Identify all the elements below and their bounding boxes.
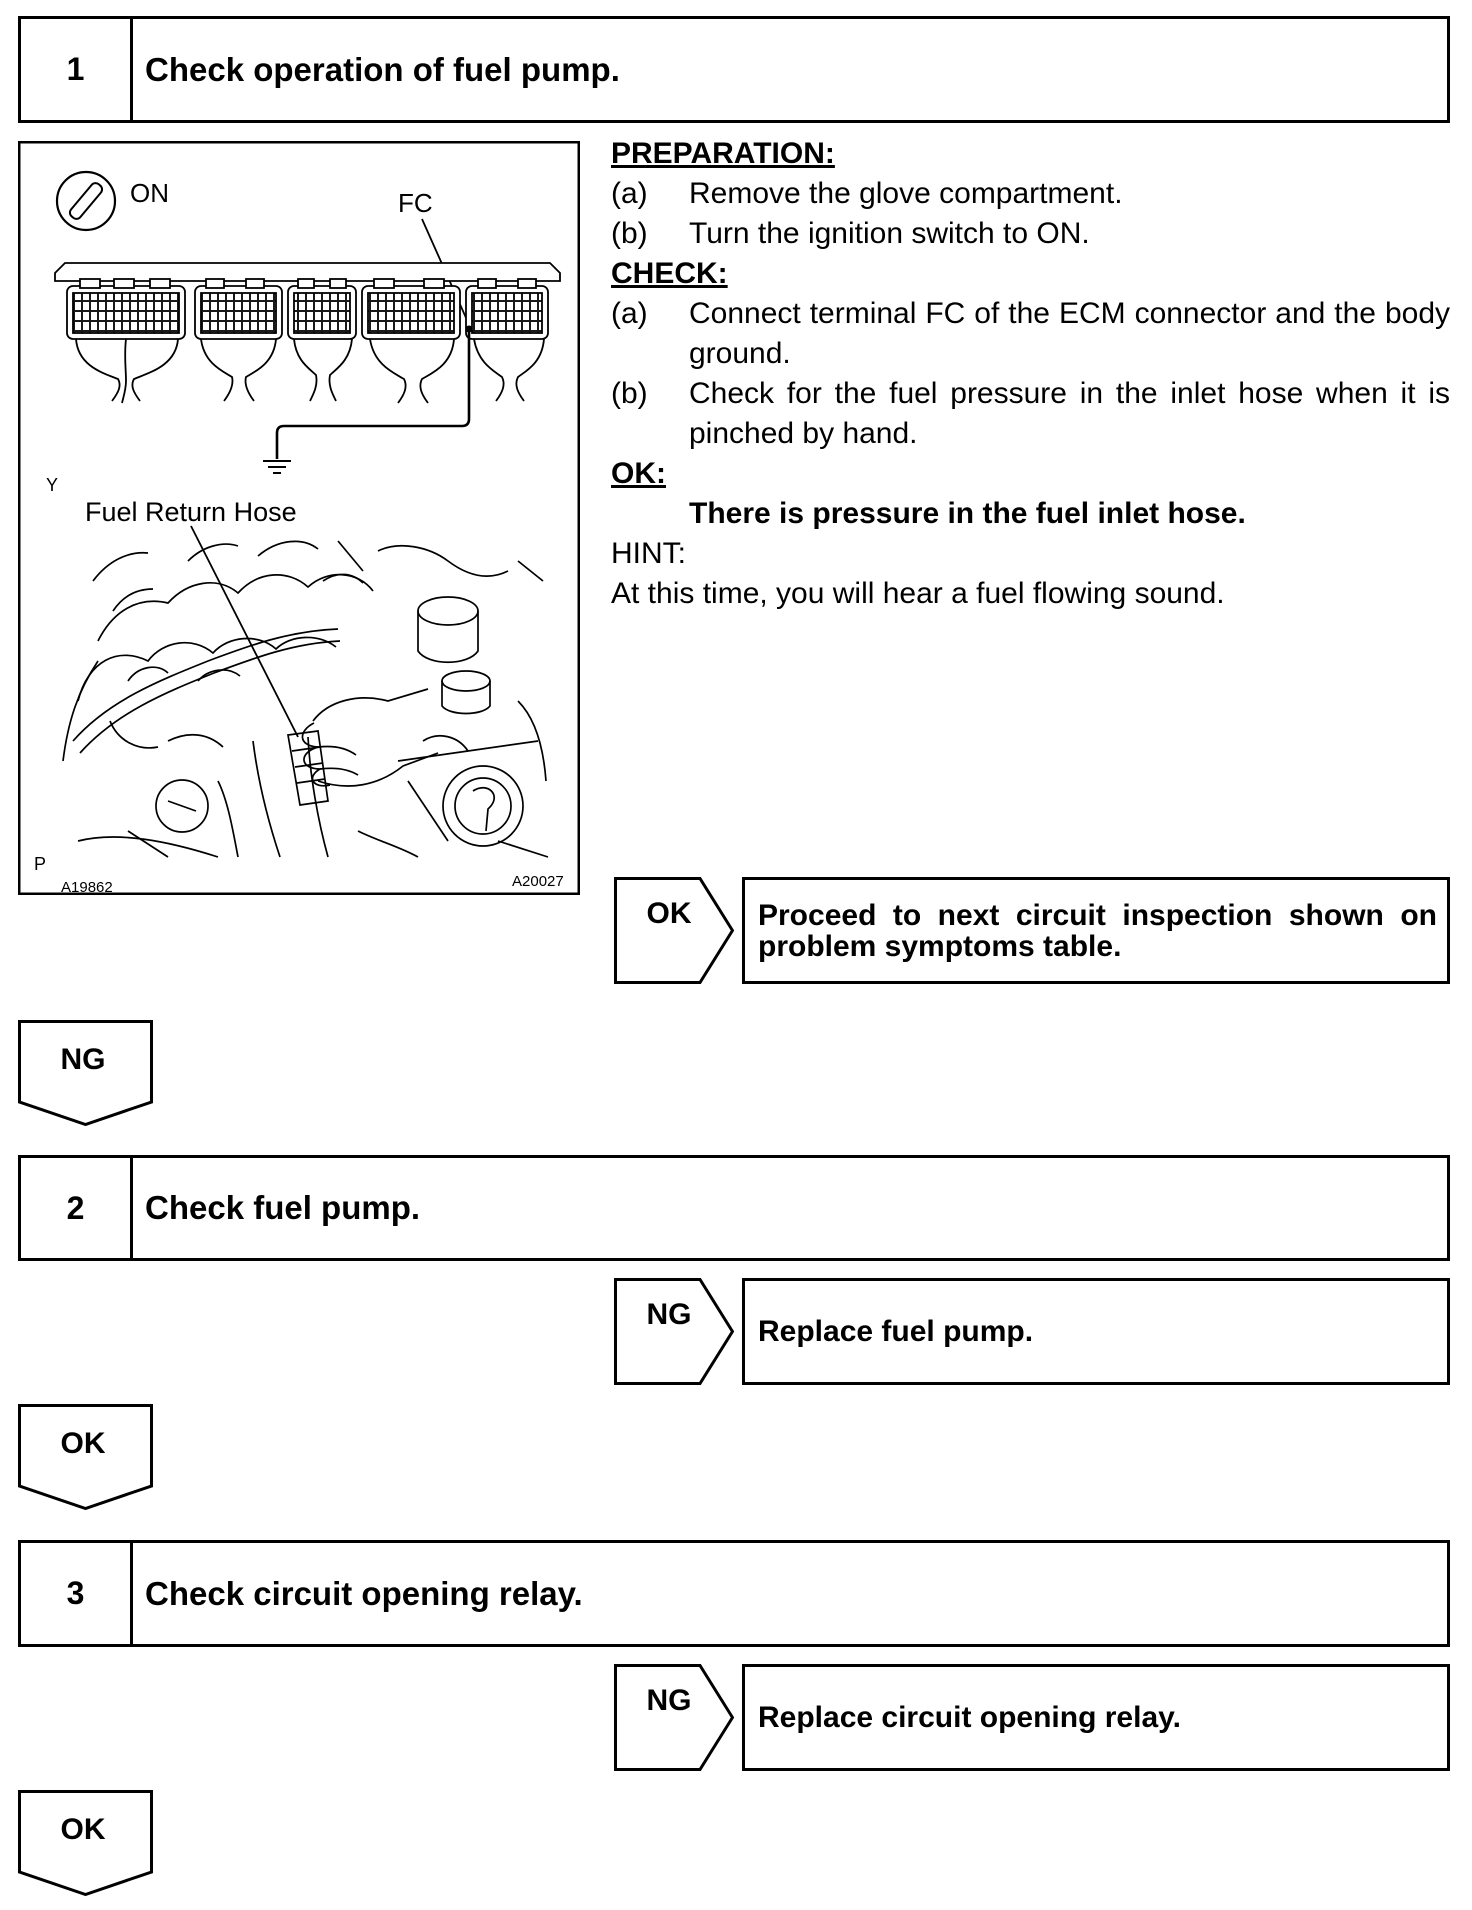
preparation-heading: PREPARATION: [611, 137, 835, 170]
step-3-header: 3 Check circuit opening relay. [18, 1540, 1450, 1647]
item-label: (b) [611, 217, 648, 250]
ok-result-tag: OK [614, 877, 734, 984]
result-text: Replace fuel pump. [758, 1315, 1034, 1348]
step-2-header: 2 Check fuel pump. [18, 1155, 1450, 1261]
step-number: 1 [21, 19, 133, 120]
ok-label: OK [646, 897, 692, 930]
corner-label-top: Y [46, 475, 58, 495]
step-number: 3 [21, 1543, 133, 1644]
item-text: Remove the glove compartment. [689, 177, 1123, 210]
preparation-item: (b) Turn the ignition switch to ON. [611, 214, 1450, 254]
item-label: (a) [611, 297, 648, 330]
ok-flow-arrow: OK [18, 1790, 153, 1896]
instructions-block: PREPARATION: (a) Remove the glove compar… [611, 134, 1450, 614]
step-1-header: 1 Check operation of fuel pump. [18, 16, 1450, 123]
ok-label: OK [60, 1813, 106, 1846]
ng-flow-arrow: NG [18, 1020, 153, 1126]
ok-result-box: Proceed to next circuit inspection shown… [742, 877, 1450, 984]
ng-label: NG [60, 1043, 106, 1076]
ng-result-tag: NG [614, 1278, 734, 1385]
item-text: Check for the fuel pressure in the inlet… [689, 377, 1450, 450]
hint-heading: HINT: [611, 537, 686, 570]
ecm-connector [54, 262, 561, 404]
ignition-switch-icon [55, 170, 117, 232]
step-title: Check circuit opening relay. [145, 1574, 583, 1612]
ok-label: OK [60, 1427, 106, 1460]
figure-id-left: A19862 [61, 879, 113, 895]
corner-label-bottom: P [34, 854, 46, 874]
engine-bay-illustration [62, 540, 549, 858]
ng-result-box: Replace fuel pump. [742, 1278, 1450, 1385]
ground-symbol-icon [263, 460, 291, 474]
ground-wire [275, 325, 473, 459]
figure-id-right: A20027 [512, 873, 564, 890]
ecm-connector-illustration: ON FC [18, 141, 580, 896]
check-item: (b) Check for the fuel pressure in the i… [611, 374, 1450, 454]
ng-result-tag: NG [614, 1664, 734, 1771]
item-label: (a) [611, 177, 648, 210]
item-text: Turn the ignition switch to ON. [689, 217, 1090, 250]
check-heading: CHECK: [611, 257, 728, 290]
ok-flow-arrow: OK [18, 1404, 153, 1510]
hint-text: At this time, you will hear a fuel flowi… [611, 577, 1225, 610]
fuel-return-hose-label: Fuel Return Hose [85, 497, 297, 527]
ng-label: NG [646, 1684, 692, 1717]
inspection-figure: ON FC [18, 141, 580, 896]
check-item: (a) Connect terminal FC of the ECM conne… [611, 294, 1450, 374]
ignition-on-label: ON [130, 178, 169, 208]
ng-label: NG [646, 1298, 692, 1331]
preparation-item: (a) Remove the glove compartment. [611, 174, 1450, 214]
ng-result-box: Replace circuit opening relay. [742, 1664, 1450, 1771]
step-number: 2 [21, 1158, 133, 1258]
result-text: Replace circuit opening relay. [758, 1701, 1181, 1734]
item-text: Connect terminal FC of the ECM connector… [689, 297, 1450, 370]
fc-terminal-label: FC [398, 188, 433, 218]
item-label: (b) [611, 377, 648, 410]
ok-criteria: There is pressure in the fuel inlet hose… [689, 497, 1246, 530]
step-title: Check operation of fuel pump. [145, 50, 620, 88]
hose-leader-line [190, 525, 299, 738]
result-text: Proceed to next circuit inspection shown… [758, 898, 1437, 963]
step-title: Check fuel pump. [145, 1189, 421, 1226]
ok-heading: OK: [611, 457, 666, 490]
